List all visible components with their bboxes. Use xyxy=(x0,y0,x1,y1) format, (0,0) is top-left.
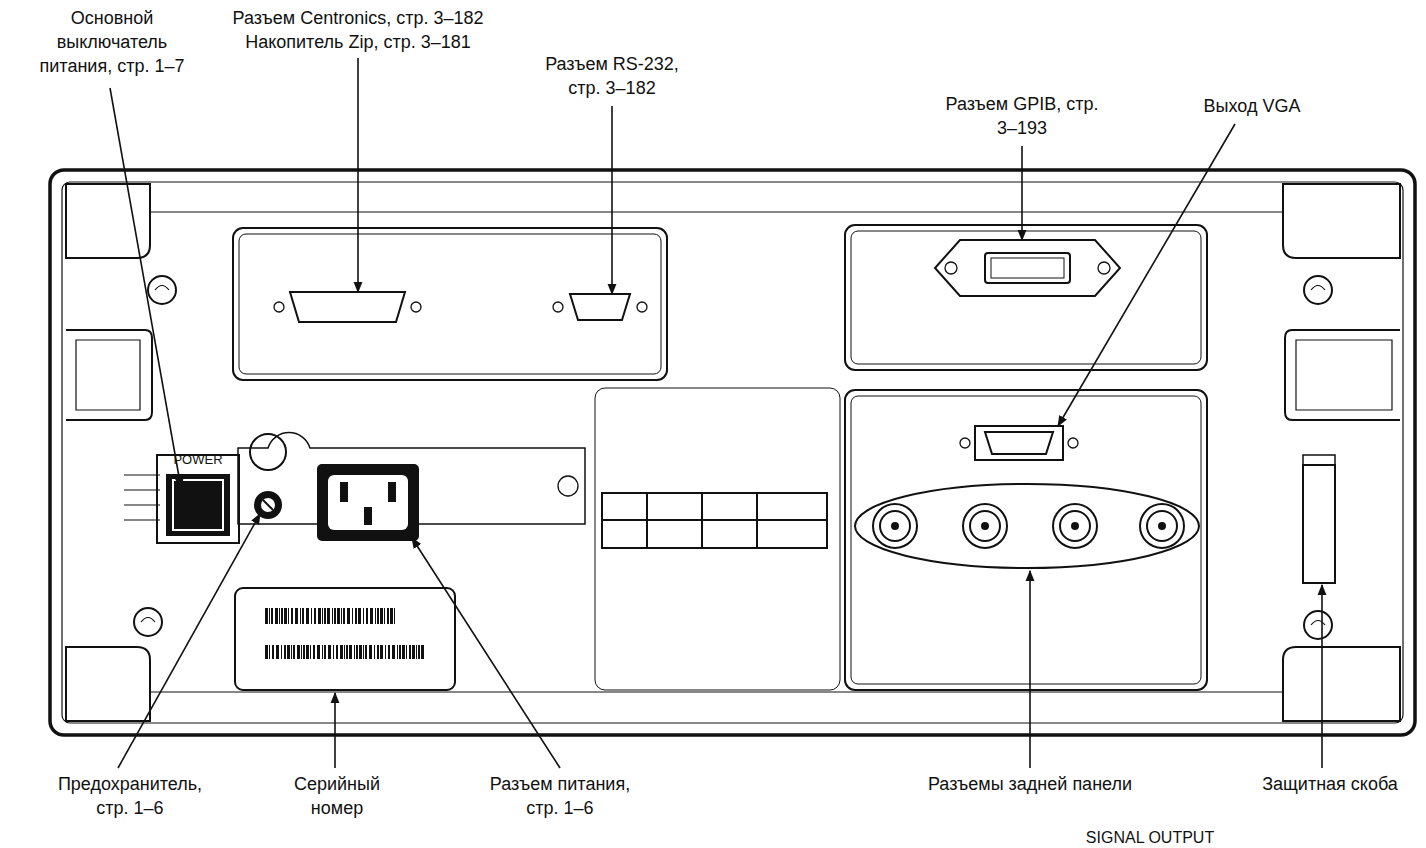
callout-label: Разъем Centronics, стр. 3–182 xyxy=(232,6,483,30)
callout-label: Защитная скоба xyxy=(1262,772,1398,796)
panel-marking: SIGNAL OUTPUT xyxy=(1086,826,1214,848)
callout-label: Разъем GPIB, стр. 3–193 xyxy=(942,92,1102,140)
callout-label: Разъем RS-232, стр. 3–182 xyxy=(532,52,692,100)
callout-label: Серийный номер xyxy=(282,772,392,820)
callout-label: Разъем питания, стр. 1–6 xyxy=(480,772,640,820)
callout-label: Разъемы задней панели xyxy=(928,772,1132,796)
panel-marking: POWER xyxy=(173,452,222,467)
callout-label: Накопитель Zip, стр. 3–181 xyxy=(245,30,471,54)
callout-label: Предохранитель, стр. 1–6 xyxy=(45,772,215,820)
callout-label: Выход VGA xyxy=(1204,94,1301,118)
callout-label: Основной выключатель питания, стр. 1–7 xyxy=(27,6,197,78)
